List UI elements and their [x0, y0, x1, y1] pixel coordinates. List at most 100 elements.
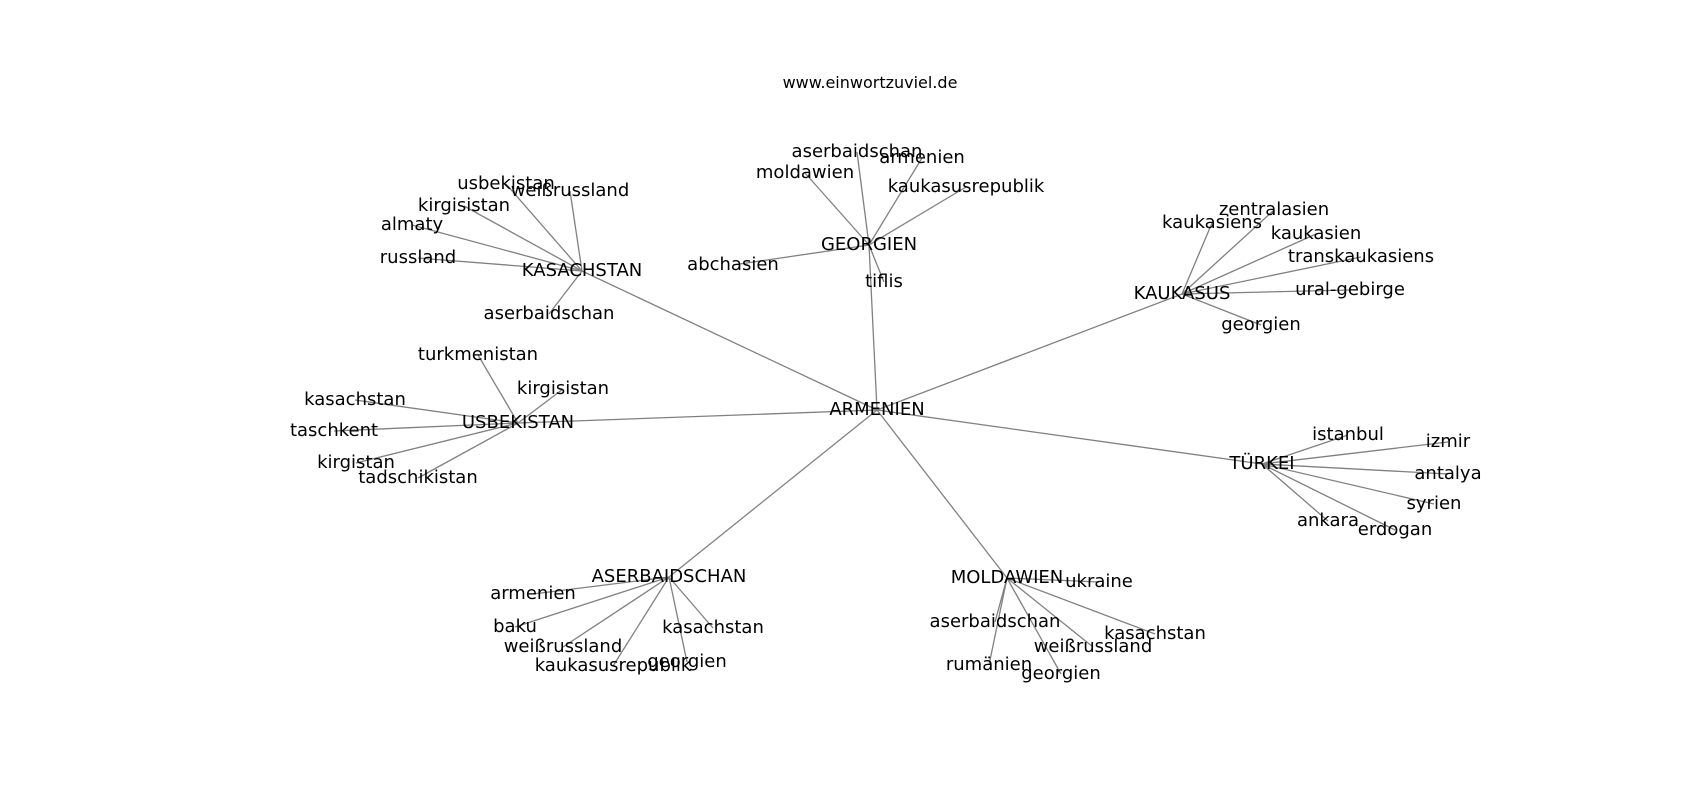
- node-label-ase-weissrussland: weißrussland: [504, 636, 623, 657]
- edge-kaukasus-kau_ural: [1181, 289, 1351, 295]
- edge-georgien-geo_moldawien: [804, 172, 870, 246]
- edge-aserbaidschan-ase_kaukasusrepublik: [612, 576, 670, 667]
- node-label-kas-weissrussland: weißrussland: [511, 180, 630, 201]
- node-label-kas-almaty: almaty: [381, 214, 444, 235]
- edge-kasachstan-kas_usbekistan: [505, 183, 583, 272]
- node-label-kaukasus: KAUKASUS: [1134, 283, 1231, 304]
- edge-tuerkei-tue_izmir: [1261, 441, 1449, 465]
- node-label-kau-georgien: georgien: [1221, 314, 1301, 335]
- node-label-usb-turkmenistan: turkmenistan: [418, 344, 538, 365]
- edge-armenien-aserbaidschan: [668, 409, 878, 578]
- node-label-mol-kasachstan: kasachstan: [1104, 623, 1206, 644]
- edge-usbekistan-usb_kasachstan: [354, 399, 519, 424]
- edge-georgien-geo_abchasien: [732, 244, 870, 266]
- edge-kasachstan-kas_almaty: [411, 224, 583, 272]
- node-label-georgien: GEORGIEN: [821, 234, 917, 255]
- edge-kaukasus-kau_georgien: [1181, 293, 1262, 326]
- node-label-kas-usbekistan: usbekistan: [457, 173, 555, 194]
- edge-moldawien-mol_kasachstan: [1006, 577, 1156, 635]
- node-label-kau-transkaukasiens: transkaukasiens: [1288, 246, 1434, 267]
- edge-usbekistan-usb_taschkent: [333, 422, 519, 432]
- node-label-kas-russland: russland: [380, 247, 456, 268]
- node-label-ase-armenien: armenien: [490, 583, 576, 604]
- edge-armenien-moldawien: [876, 409, 1008, 579]
- edge-armenien-usbekistan: [517, 409, 878, 424]
- node-label-mol-weissrussland: weißrussland: [1034, 636, 1153, 657]
- edge-moldawien-mol_ukraine: [1006, 577, 1100, 583]
- edge-tuerkei-tue_syrien: [1261, 463, 1435, 505]
- edge-aserbaidschan-ase_kasachstan: [668, 576, 714, 629]
- node-label-armenien: ARMENIEN: [829, 399, 924, 420]
- edge-aserbaidschan-ase_baku: [514, 576, 670, 628]
- node-label-usbekistan: USBEKISTAN: [462, 412, 574, 433]
- node-label-tue-istanbul: istanbul: [1312, 424, 1384, 445]
- node-label-usb-taschkent: taschkent: [290, 420, 378, 441]
- edge-georgien-geo_aserbaidschan: [856, 151, 870, 246]
- label-layer: ARMENIEN KASACHSTAN GEORGIEN KAUKASUS USBEKI…: [290, 141, 1482, 684]
- node-label-ase-baku: baku: [493, 616, 537, 637]
- node-label-kau-kaukasien: kaukasien: [1271, 223, 1362, 244]
- node-label-kau-ural: ural-gebirge: [1295, 279, 1405, 300]
- edge-kaukasus-kau_kaukasiens: [1181, 222, 1213, 295]
- node-label-aserbaidschan: ASERBAIDSCHAN: [592, 566, 747, 587]
- edge-aserbaidschan-ase_georgien: [668, 576, 688, 663]
- edge-kaukasus-kau_kaukasien: [1181, 233, 1317, 295]
- edge-armenien-georgien: [868, 244, 878, 411]
- edge-armenien-tuerkei: [876, 409, 1263, 465]
- edge-kasachstan-kas_russland: [417, 257, 583, 272]
- edge-georgien-geo_armenien: [868, 157, 923, 246]
- edge-georgien-geo_tiflis: [868, 244, 885, 283]
- site-title: www.einwortzuviel.de: [783, 73, 958, 92]
- edge-usbekistan-usb_tadschikistan: [417, 422, 519, 479]
- edge-kaukasus-kau_zentralasien: [1181, 209, 1275, 295]
- edge-tuerkei-tue_ankara: [1261, 463, 1329, 522]
- node-label-geo-abchasien: abchasien: [687, 254, 779, 275]
- node-label-ase-kaukasusrepublik: kaukasusrepublik: [535, 655, 692, 676]
- node-label-moldawien: MOLDAWIEN: [951, 567, 1064, 588]
- node-label-usb-kasachstan: kasachstan: [304, 389, 406, 410]
- edge-moldawien-mol_weissrussland: [1006, 577, 1094, 648]
- node-label-mol-aserbaidschan: aserbaidschan: [930, 611, 1061, 632]
- edge-aserbaidschan-ase_weissrussland: [562, 576, 670, 648]
- edge-kasachstan-kas_kirgisistan: [463, 205, 583, 272]
- node-label-tuerkei: TÜRKEI: [1228, 452, 1294, 474]
- edge-usbekistan-usb_kirgisistan: [517, 388, 564, 424]
- node-label-geo-armenien: armenien: [879, 147, 965, 168]
- node-label-kas-aserbaidschan: aserbaidschan: [484, 303, 615, 324]
- edge-layer: [333, 151, 1449, 675]
- edge-armenien-kaukasus: [876, 293, 1183, 411]
- edge-aserbaidschan-ase_armenien: [532, 576, 670, 595]
- node-label-kasachstan: KASACHSTAN: [522, 260, 642, 281]
- edge-tuerkei-tue_istanbul: [1261, 434, 1349, 465]
- node-label-geo-kaukasusrepublik: kaukasusrepublik: [888, 176, 1045, 197]
- node-label-ase-georgien: georgien: [647, 651, 727, 672]
- node-label-geo-moldawien: moldawien: [756, 162, 854, 183]
- node-label-kau-zentralasien: zentralasien: [1219, 199, 1329, 220]
- node-label-tue-antalya: antalya: [1414, 463, 1481, 484]
- node-label-kas-kirgisistan: kirgisistan: [418, 195, 510, 216]
- node-label-tue-izmir: izmir: [1426, 431, 1471, 452]
- node-label-tue-syrien: syrien: [1407, 493, 1462, 514]
- node-label-mol-rumaenien: rumänien: [946, 654, 1032, 675]
- node-label-tue-ankara: ankara: [1297, 510, 1359, 531]
- node-label-geo-aserbaidschan: aserbaidschan: [792, 141, 923, 162]
- edge-usbekistan-usb_turkmenistan: [477, 354, 519, 424]
- node-label-geo-tiflis: tiflis: [865, 271, 903, 292]
- node-label-tue-erdogan: erdogan: [1358, 519, 1432, 540]
- edge-kasachstan-kas_aserbaidschan: [548, 270, 583, 315]
- edge-georgien-geo_kaukasusrepublik: [868, 186, 967, 246]
- node-label-usb-tadschikistan: tadschikistan: [358, 467, 478, 488]
- edge-tuerkei-tue_antalya: [1261, 463, 1449, 475]
- edge-usbekistan-usb_kirgistan: [355, 422, 519, 464]
- node-label-mol-georgien: georgien: [1021, 663, 1101, 684]
- node-label-usb-kirgisistan: kirgisistan: [517, 378, 609, 399]
- edge-kasachstan-kas_weissrussland: [569, 190, 583, 272]
- edge-moldawien-mol_georgien: [1006, 577, 1062, 675]
- node-label-mol-ukraine: ukraine: [1065, 571, 1133, 592]
- node-label-ase-kasachstan: kasachstan: [662, 617, 764, 638]
- node-label-kau-kaukasiens: kaukasiens: [1162, 212, 1262, 233]
- edge-tuerkei-tue_erdogan: [1261, 463, 1396, 531]
- edge-armenien-kasachstan: [581, 270, 878, 411]
- edge-kaukasus-kau_transkaukasiens: [1181, 256, 1362, 295]
